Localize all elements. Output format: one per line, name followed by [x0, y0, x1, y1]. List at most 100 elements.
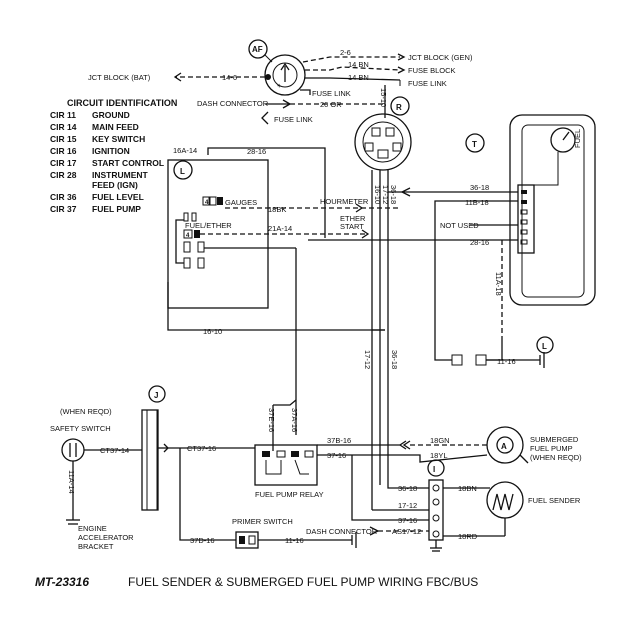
lower-wiring: 36-18 17-12 37-16 DASH CONNECTOR AS17-12 [306, 455, 429, 536]
arrow-37b [398, 440, 407, 450]
wire-2-6 [302, 56, 400, 63]
submerged-pump: A SUBMERGED FUEL PUMP (WHEN REQD) [486, 426, 582, 464]
wire-18gn-label: 18GN [430, 436, 450, 445]
fuse-link-zigzag-3 [261, 111, 269, 125]
wire-37a-16-label: 37A-16 [290, 408, 299, 432]
r-terminal-1 [371, 127, 381, 137]
cir-name: MAIN FEED [92, 122, 139, 132]
wire-11-16-label: 11-16 [497, 357, 516, 366]
r-terminal-5 [377, 149, 389, 159]
t-pin [521, 200, 527, 204]
jct-block-bat-label: JCT BLOCK (BAT) [88, 73, 151, 82]
fuel-ether-term-c [183, 229, 193, 239]
t-fuel-gauge: FUEL T [465, 114, 596, 306]
r-switch-outer [354, 113, 412, 171]
vertical-bundle: 16-10 17-12 36-18 17-12 36-18 [363, 170, 399, 510]
relay-term-4 [304, 450, 314, 458]
fuel-ether-num: 4 [186, 233, 190, 239]
t-panel-inner [521, 124, 585, 298]
relay-term-3 [291, 451, 299, 457]
wire-16-10-label: 16-10 [203, 327, 222, 336]
caption: MT-23316 FUEL SENDER & SUBMERGED FUEL PU… [35, 575, 478, 589]
ether-label-2: START [340, 222, 364, 231]
t-gauge-face [550, 127, 576, 153]
cir-code: CIR 28 [50, 170, 77, 180]
fuse-link-label-1: FUSE LINK [408, 79, 447, 88]
jct-block-gen-label: JCT BLOCK (GEN) [408, 53, 473, 62]
wire-11-16b-label: 11-16 [285, 536, 304, 545]
af-needle-arrow [280, 62, 290, 71]
r-switch-inner [362, 121, 404, 163]
i-connector: I [427, 459, 445, 552]
t-label: T [472, 140, 477, 149]
r-callout [390, 96, 410, 116]
safety-switch: (WHEN REQD) SAFETY SWITCH CT37-14 11A-14… [50, 407, 142, 551]
cir-code: CIR 11 [50, 110, 76, 120]
wire-21a-14-label: 21A-14 [268, 224, 292, 233]
cir-code: CIR 14 [50, 122, 77, 132]
i-pin-1 [432, 484, 440, 492]
t-gauge-needle [562, 131, 570, 141]
l-term-4 [197, 257, 205, 269]
primer-switch: PRIMER SWITCH 11-16 [232, 517, 357, 549]
dash-connector-label-2: DASH CONNECTOR [306, 527, 378, 536]
wire-15-10-label: 15-10 [379, 88, 388, 107]
cir-name: FUEL PUMP [92, 204, 141, 214]
wire-37-16b [351, 455, 429, 521]
relay-switch [294, 459, 309, 475]
wire-14bn-a-label: 14 BN [348, 60, 369, 69]
fuel-sender: FUEL SENDER 18BN 18RD [443, 481, 581, 541]
t-pin [520, 229, 528, 235]
pump-center [496, 436, 514, 454]
ether-arrow [361, 229, 370, 239]
wire-36-18-vlabel: 36-18 [389, 185, 398, 204]
af-wiring: JCT BLOCK (BAT) 14-6 2-6 JCT BLOCK (GEN)… [88, 48, 473, 98]
relay-box [254, 444, 318, 486]
af-terminal-left [265, 74, 271, 80]
arrow-36-18 [400, 187, 411, 197]
wire-37e-join [273, 399, 297, 406]
j-label: J [154, 391, 158, 400]
af-minus: - [289, 81, 292, 90]
wire-16-10-vlabel: 16-10 [373, 185, 382, 204]
af-component: + - AF [248, 39, 306, 96]
caption-code: MT-23316 [35, 575, 89, 589]
wire-14bn-b-label: 14 BN [348, 73, 369, 82]
arrow-37b-b [402, 440, 411, 450]
relay-label: FUEL PUMP RELAY [255, 490, 324, 499]
wire-ct37-16-label: CT37-16 [187, 444, 216, 453]
wire-11a-18-label: 11A-18 [494, 272, 503, 296]
primer-pin-b [248, 535, 256, 545]
wire-as17-12-label: AS17-12 [392, 527, 421, 536]
i-pin-2 [432, 498, 440, 506]
not-used-label: NOT USED [440, 221, 479, 230]
wire-18rd-label: 18RD [458, 532, 478, 541]
wire-36-18-mid-label: 36-18 [390, 350, 399, 369]
r-terminal-3 [364, 142, 374, 152]
l-term-3 [183, 257, 191, 269]
when-reqd-label: (WHEN REQD) [60, 407, 112, 416]
engine-label-2: ACCELERATOR [78, 533, 134, 542]
wire-14-6-label: 14-6 [222, 73, 237, 82]
t-wiring: 36-18 11B-18 NOT USED 28-16 11A-18 11-16… [308, 183, 554, 368]
l-gauge-cluster: L 16A-14 28-16 4 GAUGES FUEL/ETHER 4 [167, 146, 326, 309]
dash-connector-top: DASH CONNECTOR 20 OR FUSE LINK 15-10 [197, 85, 388, 125]
i-callout [427, 459, 445, 477]
r-terminal-2 [385, 127, 395, 137]
af-label: AF [252, 45, 263, 54]
fuel-ether-term-a [183, 212, 189, 222]
pump-letter: A [501, 442, 507, 451]
cir-code: CIR 15 [50, 134, 77, 144]
sender-resistor [492, 493, 514, 511]
t-pin [520, 209, 528, 215]
cir-code: CIR 37 [50, 204, 77, 214]
relay-term-1 [262, 451, 270, 457]
wire-37-16a-label: 37-16 [327, 451, 346, 460]
af-plus: + [277, 81, 282, 90]
wire-11b-18-label: 11B-18 [465, 198, 489, 207]
cir-code: CIR 17 [50, 158, 77, 168]
wire-37-16b-label: 37-16 [398, 516, 417, 525]
fuse-link-wire-2 [300, 89, 311, 95]
dash-connector-label-1: DASH CONNECTOR [197, 99, 269, 108]
